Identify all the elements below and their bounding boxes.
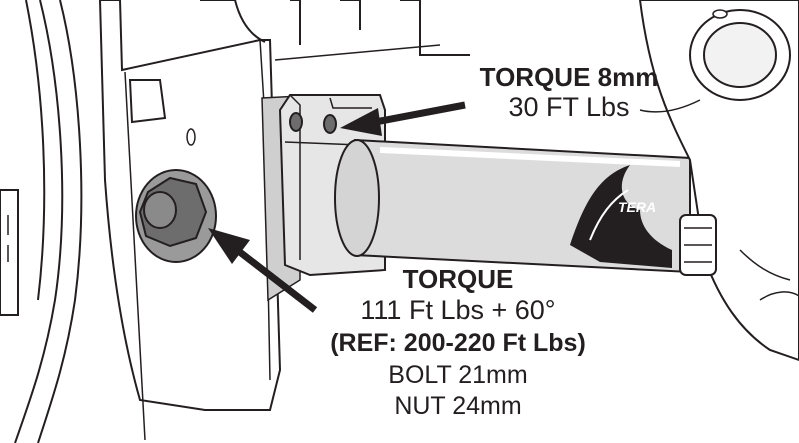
- steering-knuckle: [638, 0, 799, 362]
- svg-text:TERA: TERA: [618, 199, 656, 215]
- callout-clamp-title: TORQUE 8mm: [479, 62, 659, 92]
- side-plate: [0, 189, 19, 316]
- bracket-nut: [135, 169, 217, 263]
- callout-clamp-torque: TORQUE 8mm 30 FT Lbs: [458, 62, 680, 123]
- end-bolt: [679, 214, 717, 276]
- callout-nut-torque: TORQUE 111 Ft Lbs + 60° (REF: 200-220 Ft…: [296, 264, 620, 422]
- callout-nut-title: TORQUE: [402, 264, 514, 294]
- callout-nut-value: 111 Ft Lbs + 60°: [360, 295, 556, 325]
- tire-edge: [14, 0, 83, 443]
- arrow-to-clamp-bolts-icon: [340, 101, 466, 136]
- flame-logo-icon: TERA: [570, 165, 672, 268]
- arrow-to-nut-icon: [208, 228, 318, 313]
- callout-bolt-size: BOLT 21mm: [388, 361, 528, 389]
- callout-nut-size: NUT 24mm: [394, 392, 522, 420]
- callout-nut-reference: (REF: 200-220 Ft Lbs): [330, 329, 586, 357]
- callout-clamp-value: 30 FT Lbs: [508, 92, 630, 122]
